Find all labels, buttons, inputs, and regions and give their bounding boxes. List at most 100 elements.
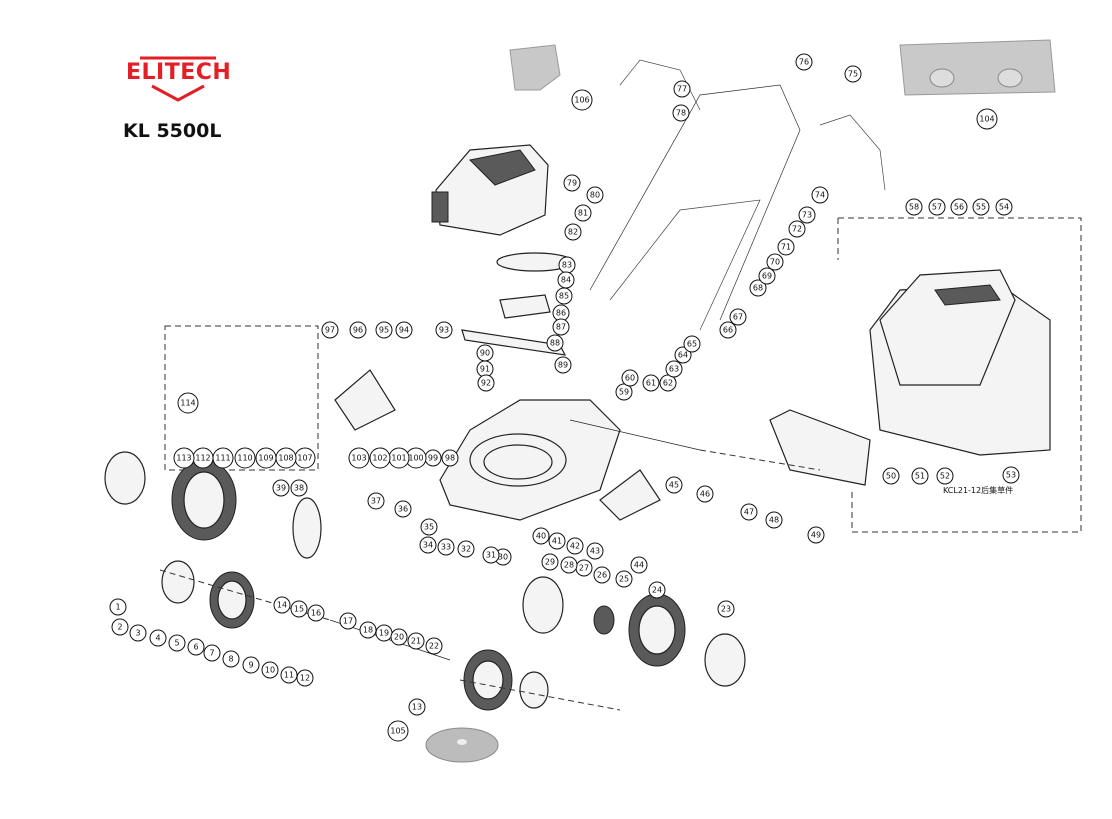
callout-label: 22 xyxy=(429,642,439,651)
callout-8: 8 xyxy=(222,650,240,668)
callout-label: 24 xyxy=(652,586,662,595)
mower-deck-part xyxy=(439,399,621,521)
callout-label: 23 xyxy=(721,605,731,614)
callout-label: 99 xyxy=(428,454,438,463)
callout-77: 77 xyxy=(673,80,691,98)
callout-label: 27 xyxy=(579,564,589,573)
callout-79: 79 xyxy=(563,174,581,192)
callout-54: 54 xyxy=(995,198,1013,216)
callout-label: 8 xyxy=(228,655,233,664)
bag-frame-104-thumbnail xyxy=(899,39,1056,96)
cover-disk-part xyxy=(292,497,322,559)
callout-80: 80 xyxy=(586,186,604,204)
callout-label: 112 xyxy=(195,454,210,463)
callout-label: 52 xyxy=(940,472,950,481)
callout-label: 50 xyxy=(886,472,896,481)
callout-label: 62 xyxy=(663,379,673,388)
callout-label: 77 xyxy=(677,85,687,94)
callout-76: 76 xyxy=(795,53,813,71)
callout-68: 68 xyxy=(749,279,767,297)
bracket-part xyxy=(499,294,551,319)
callout-93: 93 xyxy=(435,321,453,339)
callout-label: 30 xyxy=(498,553,508,562)
callout-89: 89 xyxy=(554,356,572,374)
callout-label: 5 xyxy=(174,639,179,648)
logo-text: ELITECH xyxy=(126,60,232,85)
callout-label: 70 xyxy=(770,258,780,267)
callout-113: 113 xyxy=(173,447,195,469)
assembly-note: KCL21-12后集草件 xyxy=(943,486,1014,495)
callout-label: 95 xyxy=(379,326,389,335)
callout-36: 36 xyxy=(394,500,412,518)
callout-71: 71 xyxy=(777,238,795,256)
hubcap-4 xyxy=(519,671,549,709)
callout-label: 71 xyxy=(781,243,791,252)
callout-107: 107 xyxy=(294,447,316,469)
callout-label: 87 xyxy=(556,323,566,332)
callout-label: 63 xyxy=(669,365,679,374)
callout-label: 107 xyxy=(297,454,312,463)
callout-82: 82 xyxy=(564,223,582,241)
callout-label: 21 xyxy=(411,637,421,646)
callout-70: 70 xyxy=(766,253,784,271)
callout-label: 45 xyxy=(669,481,679,490)
callout-49: 49 xyxy=(807,526,825,544)
callout-label: 89 xyxy=(558,361,568,370)
callout-28: 28 xyxy=(560,556,578,574)
callout-37: 37 xyxy=(367,492,385,510)
plate-105-thumbnail xyxy=(425,727,499,763)
callout-106: 106 xyxy=(571,89,593,111)
callout-label: 1 xyxy=(115,603,120,612)
callout-label: 101 xyxy=(391,454,406,463)
blade-part xyxy=(461,329,567,356)
callout-108: 108 xyxy=(275,447,297,469)
callout-label: 12 xyxy=(300,674,310,683)
grass-bag-group-box xyxy=(838,217,1082,533)
callout-label: 81 xyxy=(578,209,588,218)
callout-label: 80 xyxy=(590,191,600,200)
callout-label: 9 xyxy=(248,661,253,670)
callout-label: 49 xyxy=(811,531,821,540)
callout-label: 109 xyxy=(258,454,273,463)
callout-label: 46 xyxy=(700,490,710,499)
callout-label: 78 xyxy=(676,109,686,118)
callout-95: 95 xyxy=(375,321,393,339)
callout-label: 53 xyxy=(1006,471,1016,480)
hubcap-2 xyxy=(161,560,195,604)
callout-65: 65 xyxy=(683,335,701,353)
callout-17: 17 xyxy=(339,612,357,630)
callout-111: 111 xyxy=(212,447,234,469)
callout-56: 56 xyxy=(950,198,968,216)
callout-label: 106 xyxy=(574,96,589,105)
callout-90: 90 xyxy=(476,344,494,362)
rear-right-wheel xyxy=(463,649,513,711)
callout-103: 103 xyxy=(348,447,370,469)
callout-61: 61 xyxy=(642,374,660,392)
callout-label: 64 xyxy=(678,351,688,360)
rear-flap-part xyxy=(769,409,871,486)
rear-left-wheel xyxy=(628,593,686,667)
rod-part xyxy=(569,419,701,451)
callout-73: 73 xyxy=(798,206,816,224)
bracket-106-thumbnail xyxy=(509,44,561,91)
callout-84: 84 xyxy=(557,271,575,289)
callout-label: 97 xyxy=(325,326,335,335)
callout-label: 108 xyxy=(278,454,293,463)
callout-35: 35 xyxy=(420,518,438,536)
callout-101: 101 xyxy=(388,447,410,469)
logo-chevron-icon xyxy=(140,56,216,102)
callout-label: 98 xyxy=(445,454,455,463)
callout-label: 51 xyxy=(915,472,925,481)
callout-label: 96 xyxy=(353,326,363,335)
callout-label: 94 xyxy=(399,326,409,335)
callout-109: 109 xyxy=(255,447,277,469)
callout-92: 92 xyxy=(477,374,495,392)
callout-20: 20 xyxy=(390,628,408,646)
callout-label: 6 xyxy=(193,643,198,652)
callout-27: 27 xyxy=(575,559,593,577)
callout-label: 54 xyxy=(999,203,1009,212)
callout-label: 90 xyxy=(480,349,490,358)
callout-label: 48 xyxy=(769,516,779,525)
callout-18: 18 xyxy=(359,621,377,639)
